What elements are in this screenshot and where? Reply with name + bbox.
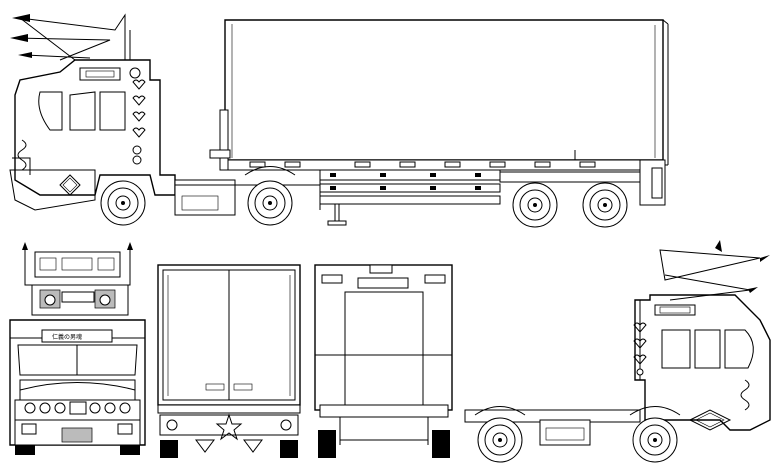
rear-trailer-view xyxy=(157,264,301,458)
tractor-side-view xyxy=(464,240,771,463)
heart-lights xyxy=(132,79,146,138)
trailer-chassis xyxy=(224,150,666,226)
tractor-decorative-horns xyxy=(639,240,770,380)
tractor2-front-wheel xyxy=(632,417,678,463)
tractor-drive-wheel xyxy=(247,180,293,226)
front-plate-text: 仁義の男魂 xyxy=(52,333,82,341)
tractor2-drive-wheel xyxy=(477,417,523,463)
trailer-wheel-1 xyxy=(512,182,558,228)
rear-tractor-view xyxy=(314,264,453,458)
side-view xyxy=(9,13,669,228)
trailer-box xyxy=(224,19,669,166)
tractor-side xyxy=(9,13,320,226)
trailer-chassis-slots xyxy=(249,161,596,168)
tractor-heart-lights xyxy=(633,322,647,376)
front-view: 仁義の男魂 xyxy=(9,242,146,455)
trailer-wheel-2 xyxy=(582,182,628,228)
tractor-front-wheel xyxy=(100,180,146,226)
decorative-horns xyxy=(10,13,141,79)
